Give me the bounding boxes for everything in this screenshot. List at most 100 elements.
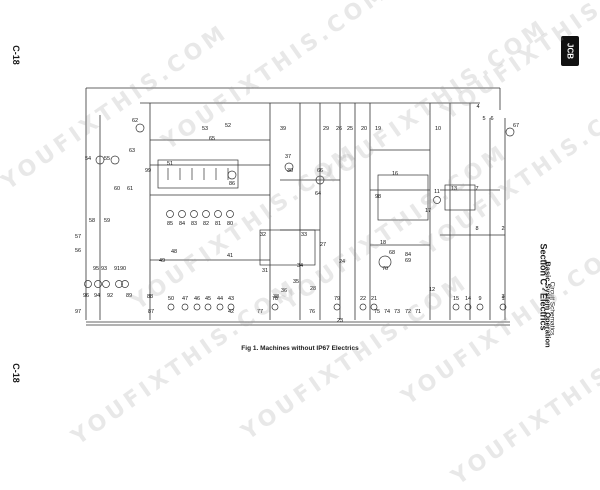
component-symbol [284, 162, 294, 172]
component-number: 50 [168, 296, 174, 302]
component-number: 36 [281, 288, 287, 294]
component-symbol [333, 303, 341, 311]
component-number: 6 [490, 116, 493, 122]
component-number: 43 [228, 296, 234, 302]
component-number: 41 [227, 253, 233, 259]
component-number: 92 [107, 293, 113, 299]
component-number: 1 [501, 296, 504, 302]
component-number: 49 [159, 258, 165, 264]
component-number: 45 [205, 296, 211, 302]
component-number: 19 [375, 126, 381, 132]
component-number: 61 [127, 186, 133, 192]
component-symbol [378, 255, 392, 269]
component-symbol [178, 210, 186, 218]
component-number: 27 [320, 242, 326, 248]
component-number: 34 [297, 263, 303, 269]
component-number: 23 [337, 318, 343, 324]
component-number: 98 [375, 194, 381, 200]
component-number: 16 [392, 171, 398, 177]
component-number: 33 [301, 232, 307, 238]
component-symbol [181, 303, 189, 311]
component-symbol [102, 280, 110, 288]
component-number: 20 [361, 126, 367, 132]
component-number: 5 [482, 116, 485, 122]
component-symbol [190, 210, 198, 218]
component-number: 29 [323, 126, 329, 132]
component-number: 83 [191, 221, 197, 227]
component-symbol [121, 280, 129, 288]
component-number: 56 [75, 248, 81, 254]
component-number: 15 [453, 296, 459, 302]
component-number: 82 [203, 221, 209, 227]
component-number: 72 [405, 309, 411, 315]
component-number: 57 [75, 234, 81, 240]
component-number: 87 [148, 309, 154, 315]
component-number: 31 [262, 268, 268, 274]
component-symbol [227, 170, 237, 180]
component-symbol [115, 280, 123, 288]
component-number: 67 [513, 123, 519, 129]
component-number: 53 [202, 126, 208, 132]
component-symbol [505, 127, 515, 137]
component-symbol [166, 210, 174, 218]
component-number: 91 [114, 266, 120, 272]
component-symbol [226, 210, 234, 218]
component-number: 65 [209, 136, 215, 142]
component-symbol [433, 196, 441, 204]
component-symbol [167, 303, 175, 311]
jcb-logo [561, 36, 579, 66]
component-number: 89 [126, 293, 132, 299]
component-number: 46 [194, 296, 200, 302]
component-layer [84, 123, 515, 311]
component-number: 14 [465, 296, 471, 302]
component-number: 3 [501, 294, 504, 300]
component-number: 94 [94, 293, 100, 299]
component-symbol [271, 303, 279, 311]
component-number: 12 [429, 287, 435, 293]
component-number: 95 [93, 266, 99, 272]
component-number: 84 [405, 252, 411, 258]
jcb-logo-text: JCB [565, 42, 575, 59]
component-number: 71 [415, 309, 421, 315]
component-number: 90 [120, 266, 126, 272]
component-number: 32 [260, 232, 266, 238]
component-symbol [499, 303, 507, 311]
component-number: 93 [101, 266, 107, 272]
component-symbol [476, 303, 484, 311]
component-number: 18 [380, 240, 386, 246]
component-symbol [370, 303, 378, 311]
component-number: 26 [336, 126, 342, 132]
component-number: 35 [293, 279, 299, 285]
component-number: 99 [145, 168, 151, 174]
component-symbol [193, 303, 201, 311]
component-number: 70 [382, 266, 388, 272]
component-number: 54 [85, 156, 91, 162]
component-number: 84 [179, 221, 185, 227]
component-number: 30 [287, 168, 293, 174]
component-symbol [452, 303, 460, 311]
component-number: 63 [129, 148, 135, 154]
component-symbol [315, 175, 325, 185]
component-number: 68 [389, 250, 395, 256]
component-number: 13 [451, 186, 457, 192]
component-number: 88 [147, 294, 153, 300]
component-number: 81 [215, 221, 221, 227]
component-symbol [359, 303, 367, 311]
component-number: 2 [501, 226, 504, 232]
component-number: 52 [225, 123, 231, 129]
component-number: 17 [425, 208, 431, 214]
component-number: 4 [476, 104, 479, 110]
component-symbol [214, 210, 222, 218]
component-number: 79 [334, 296, 340, 302]
component-number: 21 [371, 296, 377, 302]
component-symbol [84, 280, 92, 288]
component-number: 38 [273, 294, 279, 300]
component-number: 25 [347, 126, 353, 132]
component-number: 74 [384, 309, 390, 315]
component-number: 28 [310, 286, 316, 292]
component-number: 60 [114, 186, 120, 192]
component-symbol [110, 155, 120, 165]
